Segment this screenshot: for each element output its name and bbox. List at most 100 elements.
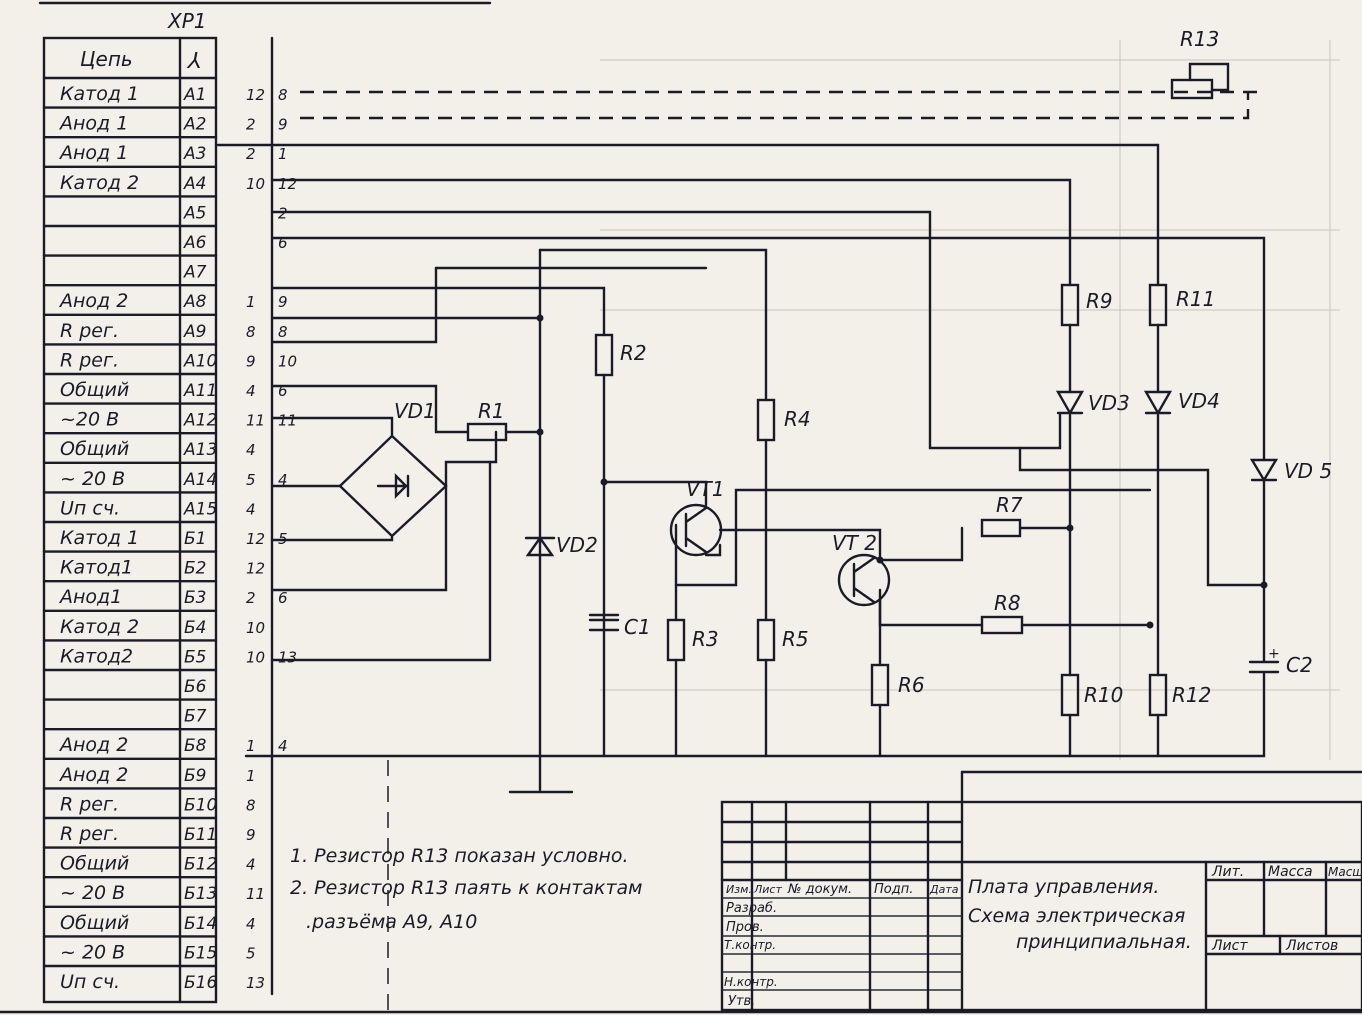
connector-circuit: Uп сч. <box>60 497 120 519</box>
note-2: 2. Резистор R13 паять к контактам <box>290 877 643 899</box>
connector-net-number: 9 <box>278 293 288 311</box>
connector-wire-number: 4 <box>246 500 256 518</box>
connector-pin: А13 <box>183 440 217 460</box>
junction <box>600 478 608 486</box>
r10-body <box>1060 673 1080 717</box>
connector-wire-number: 12 <box>246 530 265 548</box>
connector-pin: Б10 <box>184 795 217 815</box>
r13-label: R13 <box>1180 27 1219 51</box>
connector-pin: Б3 <box>184 588 206 608</box>
c1-label: C1 <box>624 615 651 639</box>
connector-circuit: ~ 20 В <box>60 941 125 963</box>
connector-pin: А5 <box>183 203 206 223</box>
junction <box>1066 524 1074 532</box>
tb-row-nkontr: Н.контр. <box>724 975 778 989</box>
connector-pin: Б15 <box>184 943 217 963</box>
connector-net-number: 1 <box>278 145 288 163</box>
connector-pin: Б11 <box>184 825 217 845</box>
r9-label: R9 <box>1086 289 1113 313</box>
connector-outline <box>42 36 218 1004</box>
connector-pin: А3 <box>183 144 206 164</box>
connector-circuit: R рег. <box>60 349 119 371</box>
r10-label: R10 <box>1084 683 1123 707</box>
tb-col-doc: № докум. <box>787 882 852 897</box>
r12-label: R12 <box>1172 683 1211 707</box>
tb-title-3: принципиальная. <box>1016 931 1192 953</box>
connector-circuit: Uп сч. <box>60 971 120 993</box>
connector-wire-number: 2 <box>246 116 256 134</box>
r1-label: R1 <box>478 399 505 423</box>
svg-text:+: + <box>1268 646 1280 662</box>
connector-pin: Б4 <box>184 618 206 638</box>
tb-title-2: Схема электрическая <box>968 905 1185 927</box>
net-10 <box>270 266 438 344</box>
connector-pin: А14 <box>183 470 217 490</box>
net-11 <box>270 416 394 438</box>
r11-label: R11 <box>1176 287 1215 311</box>
c2-label: C2 <box>1286 653 1313 677</box>
vd5-link <box>1018 446 1266 647</box>
connector-circuit: ~20 В <box>60 409 119 431</box>
connector-net-number: 8 <box>278 86 288 104</box>
connector-circuit: Анод1 <box>58 586 122 608</box>
header-circuit: Цепь <box>80 47 133 71</box>
r5-label: R5 <box>782 627 809 651</box>
connector-circuit: Анод 1 <box>58 142 128 164</box>
connector-circuit: Общий <box>60 438 129 460</box>
connector-pin: А9 <box>183 322 206 342</box>
connector-wire-number: 10 <box>246 619 265 637</box>
connector-circuit: R рег. <box>60 320 119 342</box>
connector-wire-number: 2 <box>246 145 256 163</box>
connector-wire-number: 13 <box>246 974 265 992</box>
connector-net-number: 13 <box>278 648 297 666</box>
connector-pin: Б8 <box>184 736 207 756</box>
vd2-diode: VD2 <box>508 533 598 794</box>
connector-pin: А15 <box>183 499 217 519</box>
connector-wire-number: 9 <box>246 352 256 370</box>
c1-capacitor: C1 <box>588 615 651 639</box>
connector-pin: Б2 <box>184 559 206 579</box>
connector-pin: Б6 <box>184 677 207 697</box>
vt1-emitter <box>704 543 722 557</box>
diodes-right: VD3 VD4 VD 5 <box>1055 389 1332 587</box>
connector-circuit: Анод 2 <box>58 734 128 756</box>
connector-ref: XP1 <box>167 9 207 33</box>
r13-wire-bottom <box>300 92 1250 120</box>
junction <box>536 314 544 322</box>
connector-pin: А7 <box>183 263 207 283</box>
r9-body <box>1060 283 1080 327</box>
c2-capacitor: + C2 <box>1248 643 1313 682</box>
connector-net-number: 8 <box>278 323 288 341</box>
title-block: Изм. Лист № докум. Подп. Дата Разраб. Пр… <box>720 770 1362 1012</box>
connector-circuit: Анод 2 <box>58 290 128 312</box>
connector-wire-number: 5 <box>246 471 256 489</box>
vd4-label: VD4 <box>1178 389 1220 413</box>
r3-body <box>666 618 686 662</box>
connector-circuit: Катод 1 <box>60 83 139 105</box>
junction <box>1146 621 1154 629</box>
vt1-collector <box>674 488 1152 587</box>
connector-wire-number: 4 <box>246 441 256 459</box>
net-2 <box>270 210 1062 450</box>
connector-wire-number: 5 <box>246 944 256 962</box>
vt1-to-vt2 <box>718 528 882 562</box>
net-6c <box>270 484 448 592</box>
connector-circuit: Катод2 <box>60 645 133 667</box>
connector-pin: А8 <box>183 292 207 312</box>
connector-pin: А12 <box>183 411 217 431</box>
net-5 <box>270 534 394 542</box>
rail-r4 <box>538 248 768 402</box>
r7-left <box>878 526 964 562</box>
vd1-bridge: VD1 <box>338 399 448 538</box>
r13-resistor: R13 <box>1170 27 1230 100</box>
connector-net-number: 12 <box>278 175 297 193</box>
connector-wire-number: 9 <box>246 826 256 844</box>
paper-lines <box>600 40 1340 760</box>
tb-col-date: Дата <box>929 883 959 896</box>
tb-sheets: Листов <box>1285 938 1338 954</box>
vt2-transistor: VT 2 <box>832 531 891 607</box>
connector-circuit: ~ 20 В <box>60 882 125 904</box>
r8-label: R8 <box>994 591 1021 615</box>
